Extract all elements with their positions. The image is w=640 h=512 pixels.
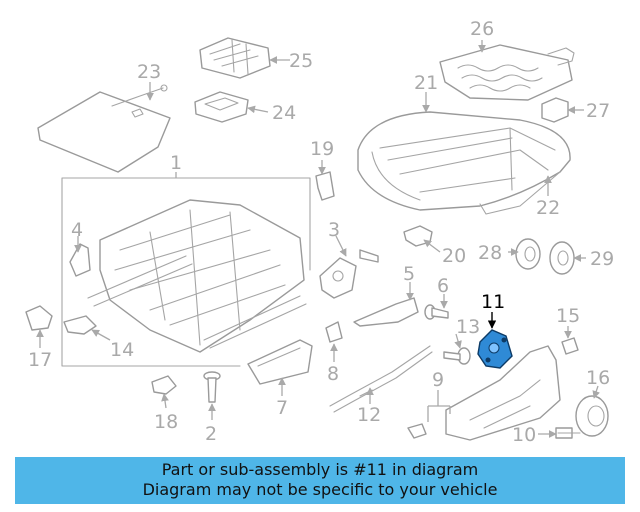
part-26-heater xyxy=(439,44,575,101)
label-6: 6 xyxy=(437,275,449,297)
label-7: 7 xyxy=(276,397,288,419)
part-9-clip xyxy=(407,423,427,439)
part-28-knob xyxy=(515,238,541,270)
label-21: 21 xyxy=(414,72,438,94)
label-24: 24 xyxy=(272,102,296,124)
part-29-knob xyxy=(549,241,575,275)
part-6-bolt xyxy=(424,304,449,320)
part-18-clip xyxy=(151,375,177,395)
label-11-highlighted: 11 xyxy=(481,291,505,313)
label-8: 8 xyxy=(327,363,339,385)
label-14: 14 xyxy=(110,339,134,361)
part-23-mat xyxy=(37,84,171,173)
part-4-bracket xyxy=(69,243,91,277)
part-1-seat-frame xyxy=(61,177,311,367)
label-19: 19 xyxy=(310,138,334,160)
part-14-cover xyxy=(63,315,97,335)
label-22: 22 xyxy=(536,197,560,219)
label-17: 17 xyxy=(28,349,52,371)
label-18: 18 xyxy=(154,411,178,433)
label-10: 10 xyxy=(512,424,536,446)
part-9-side-panel xyxy=(445,345,561,441)
part-21-cushion xyxy=(357,111,571,215)
label-3: 3 xyxy=(328,219,340,241)
part-8-clip xyxy=(325,321,343,343)
label-12: 12 xyxy=(357,404,381,426)
part-2-bolt xyxy=(203,371,221,403)
part-24-module xyxy=(194,91,249,123)
part-15-clip xyxy=(561,337,579,355)
part-3-motor xyxy=(319,249,379,299)
part-16-knob xyxy=(575,395,609,437)
label-26: 26 xyxy=(470,18,494,40)
label-9: 9 xyxy=(432,369,444,391)
part-5-bracket xyxy=(353,297,419,327)
leader-lines xyxy=(36,40,600,438)
part-10-screw xyxy=(555,427,581,439)
label-25: 25 xyxy=(289,50,313,72)
part-13-bolt xyxy=(443,347,471,365)
part-7-trim xyxy=(247,339,313,385)
label-16: 16 xyxy=(586,367,610,389)
part-19-bracket xyxy=(315,171,335,201)
part-27-connector xyxy=(541,97,569,123)
label-5: 5 xyxy=(403,263,415,285)
label-28: 28 xyxy=(478,242,502,264)
callout-labels: 1 2 3 4 5 6 7 8 9 10 11 12 13 14 15 16 1… xyxy=(28,18,614,446)
banner-line-1: Part or sub-assembly is #11 in diagram xyxy=(161,460,479,479)
label-15: 15 xyxy=(556,305,580,327)
label-20: 20 xyxy=(442,245,466,267)
part-12-cable xyxy=(329,345,433,413)
part-17-clip xyxy=(25,305,53,331)
label-4: 4 xyxy=(71,219,83,241)
label-29: 29 xyxy=(590,248,614,270)
banner-line-2: Diagram may not be specific to your vehi… xyxy=(142,480,498,499)
label-1: 1 xyxy=(170,152,182,174)
part-25-module xyxy=(199,37,271,79)
part-11-highlighted xyxy=(477,329,513,369)
info-banner: Part or sub-assembly is #11 in diagram D… xyxy=(15,457,625,504)
label-27: 27 xyxy=(586,100,610,122)
label-13: 13 xyxy=(456,316,480,338)
label-2: 2 xyxy=(205,423,217,445)
label-23: 23 xyxy=(137,61,161,83)
